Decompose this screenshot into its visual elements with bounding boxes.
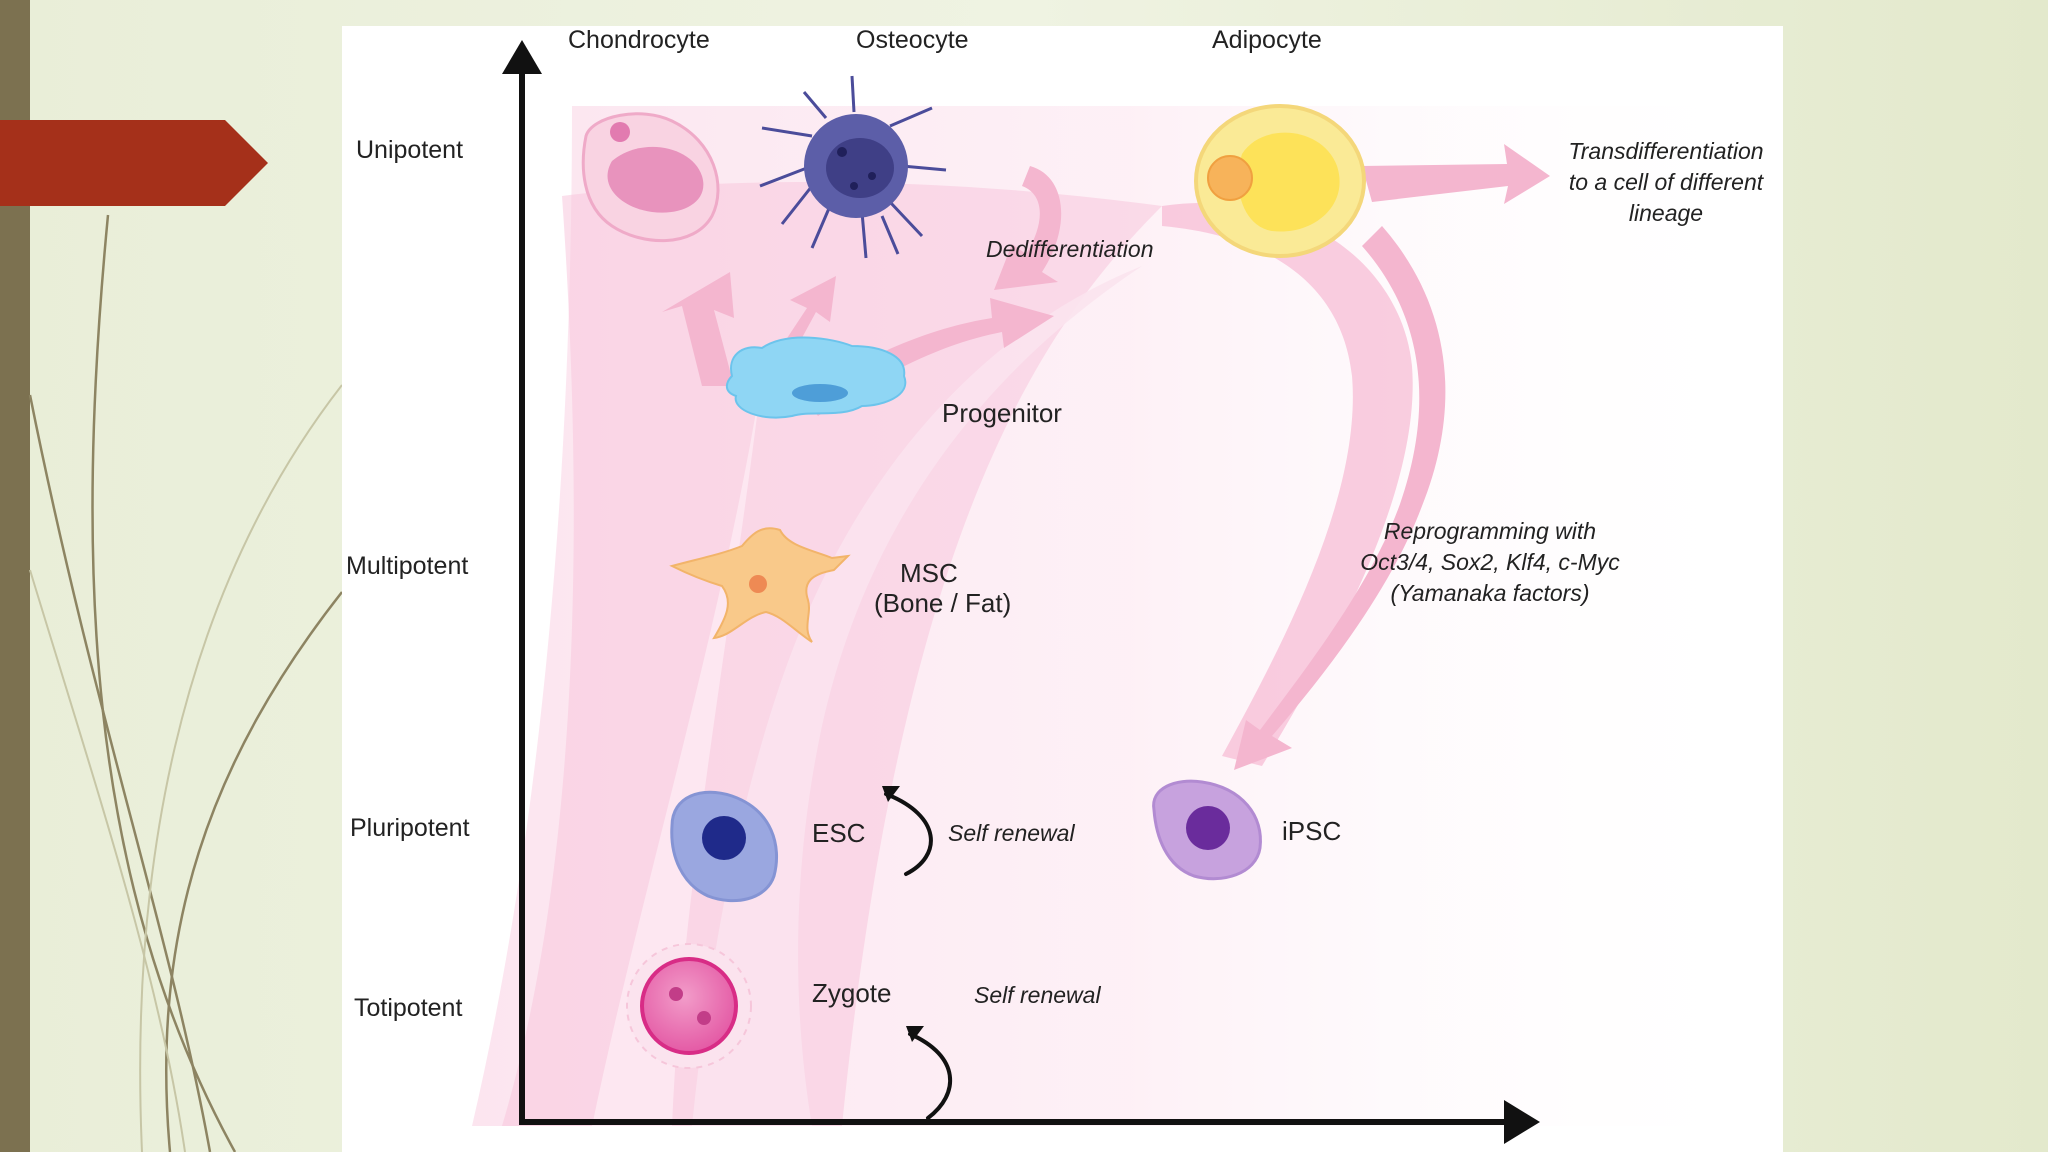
ipsc-cell: [1152, 779, 1262, 881]
process-label-self-renewal-zygote: Self renewal: [974, 982, 1101, 1008]
cell-label-msc: MSC: [900, 558, 958, 588]
osteocyte-body: [804, 114, 908, 218]
process-label-dedifferentiation: Dedifferentiation: [986, 236, 1154, 262]
process-label-transdifferentiation: Transdifferentiation to a cell of differ…: [1542, 136, 1783, 229]
level-label-totipotent: Totipotent: [354, 994, 463, 1022]
zygote-cell: [626, 943, 752, 1069]
cell-label-msc-sub: (Bone / Fat): [874, 588, 1012, 618]
decorative-curves: [28, 214, 342, 1152]
progenitor-cell: [725, 336, 907, 419]
msc-cell: [669, 527, 851, 643]
level-label-pluripotent: Pluripotent: [350, 814, 470, 842]
level-label-unipotent: Unipotent: [356, 136, 464, 164]
red-arrow-marker: [0, 120, 268, 206]
osteocyte-cell: [759, 75, 947, 259]
process-label-self-renewal-esc: Self renewal: [948, 820, 1075, 846]
cell-label-esc: ESC: [812, 818, 866, 848]
reprogramming-line-1: Reprogramming with: [1383, 518, 1597, 544]
esc-cell: [670, 790, 779, 903]
process-label-reprogramming: Reprogramming with Oct3/4, Sox2, Klf4, c…: [1340, 516, 1640, 609]
reprogramming-line-3: (Yamanaka factors): [1390, 580, 1590, 606]
adipocyte-cell: [1194, 104, 1366, 258]
cell-label-progenitor: Progenitor: [942, 398, 1062, 428]
transdifferentiation-line-2: to a cell of different: [1568, 169, 1764, 195]
cell-label-ipsc: iPSC: [1282, 816, 1342, 846]
reprogramming-line-2: Oct3/4, Sox2, Klf4, c-Myc: [1360, 549, 1620, 575]
potency-diagram: Unipotent Multipotent Pluripotent Totipo…: [342, 26, 1783, 1152]
cell-label-chondrocyte: Chondrocyte: [568, 26, 710, 54]
cell-label-zygote: Zygote: [812, 978, 892, 1008]
cell-label-osteocyte: Osteocyte: [856, 26, 969, 54]
transdifferentiation-line-3: lineage: [1628, 200, 1704, 226]
chondrocyte-cell: [581, 112, 720, 242]
level-label-multipotent: Multipotent: [346, 552, 469, 580]
cell-label-adipocyte: Adipocyte: [1212, 26, 1322, 54]
self-renewal-arrows: [884, 792, 953, 1120]
axes: [502, 40, 1540, 1144]
transdifferentiation-line-1: Transdifferentiation: [1568, 138, 1764, 164]
